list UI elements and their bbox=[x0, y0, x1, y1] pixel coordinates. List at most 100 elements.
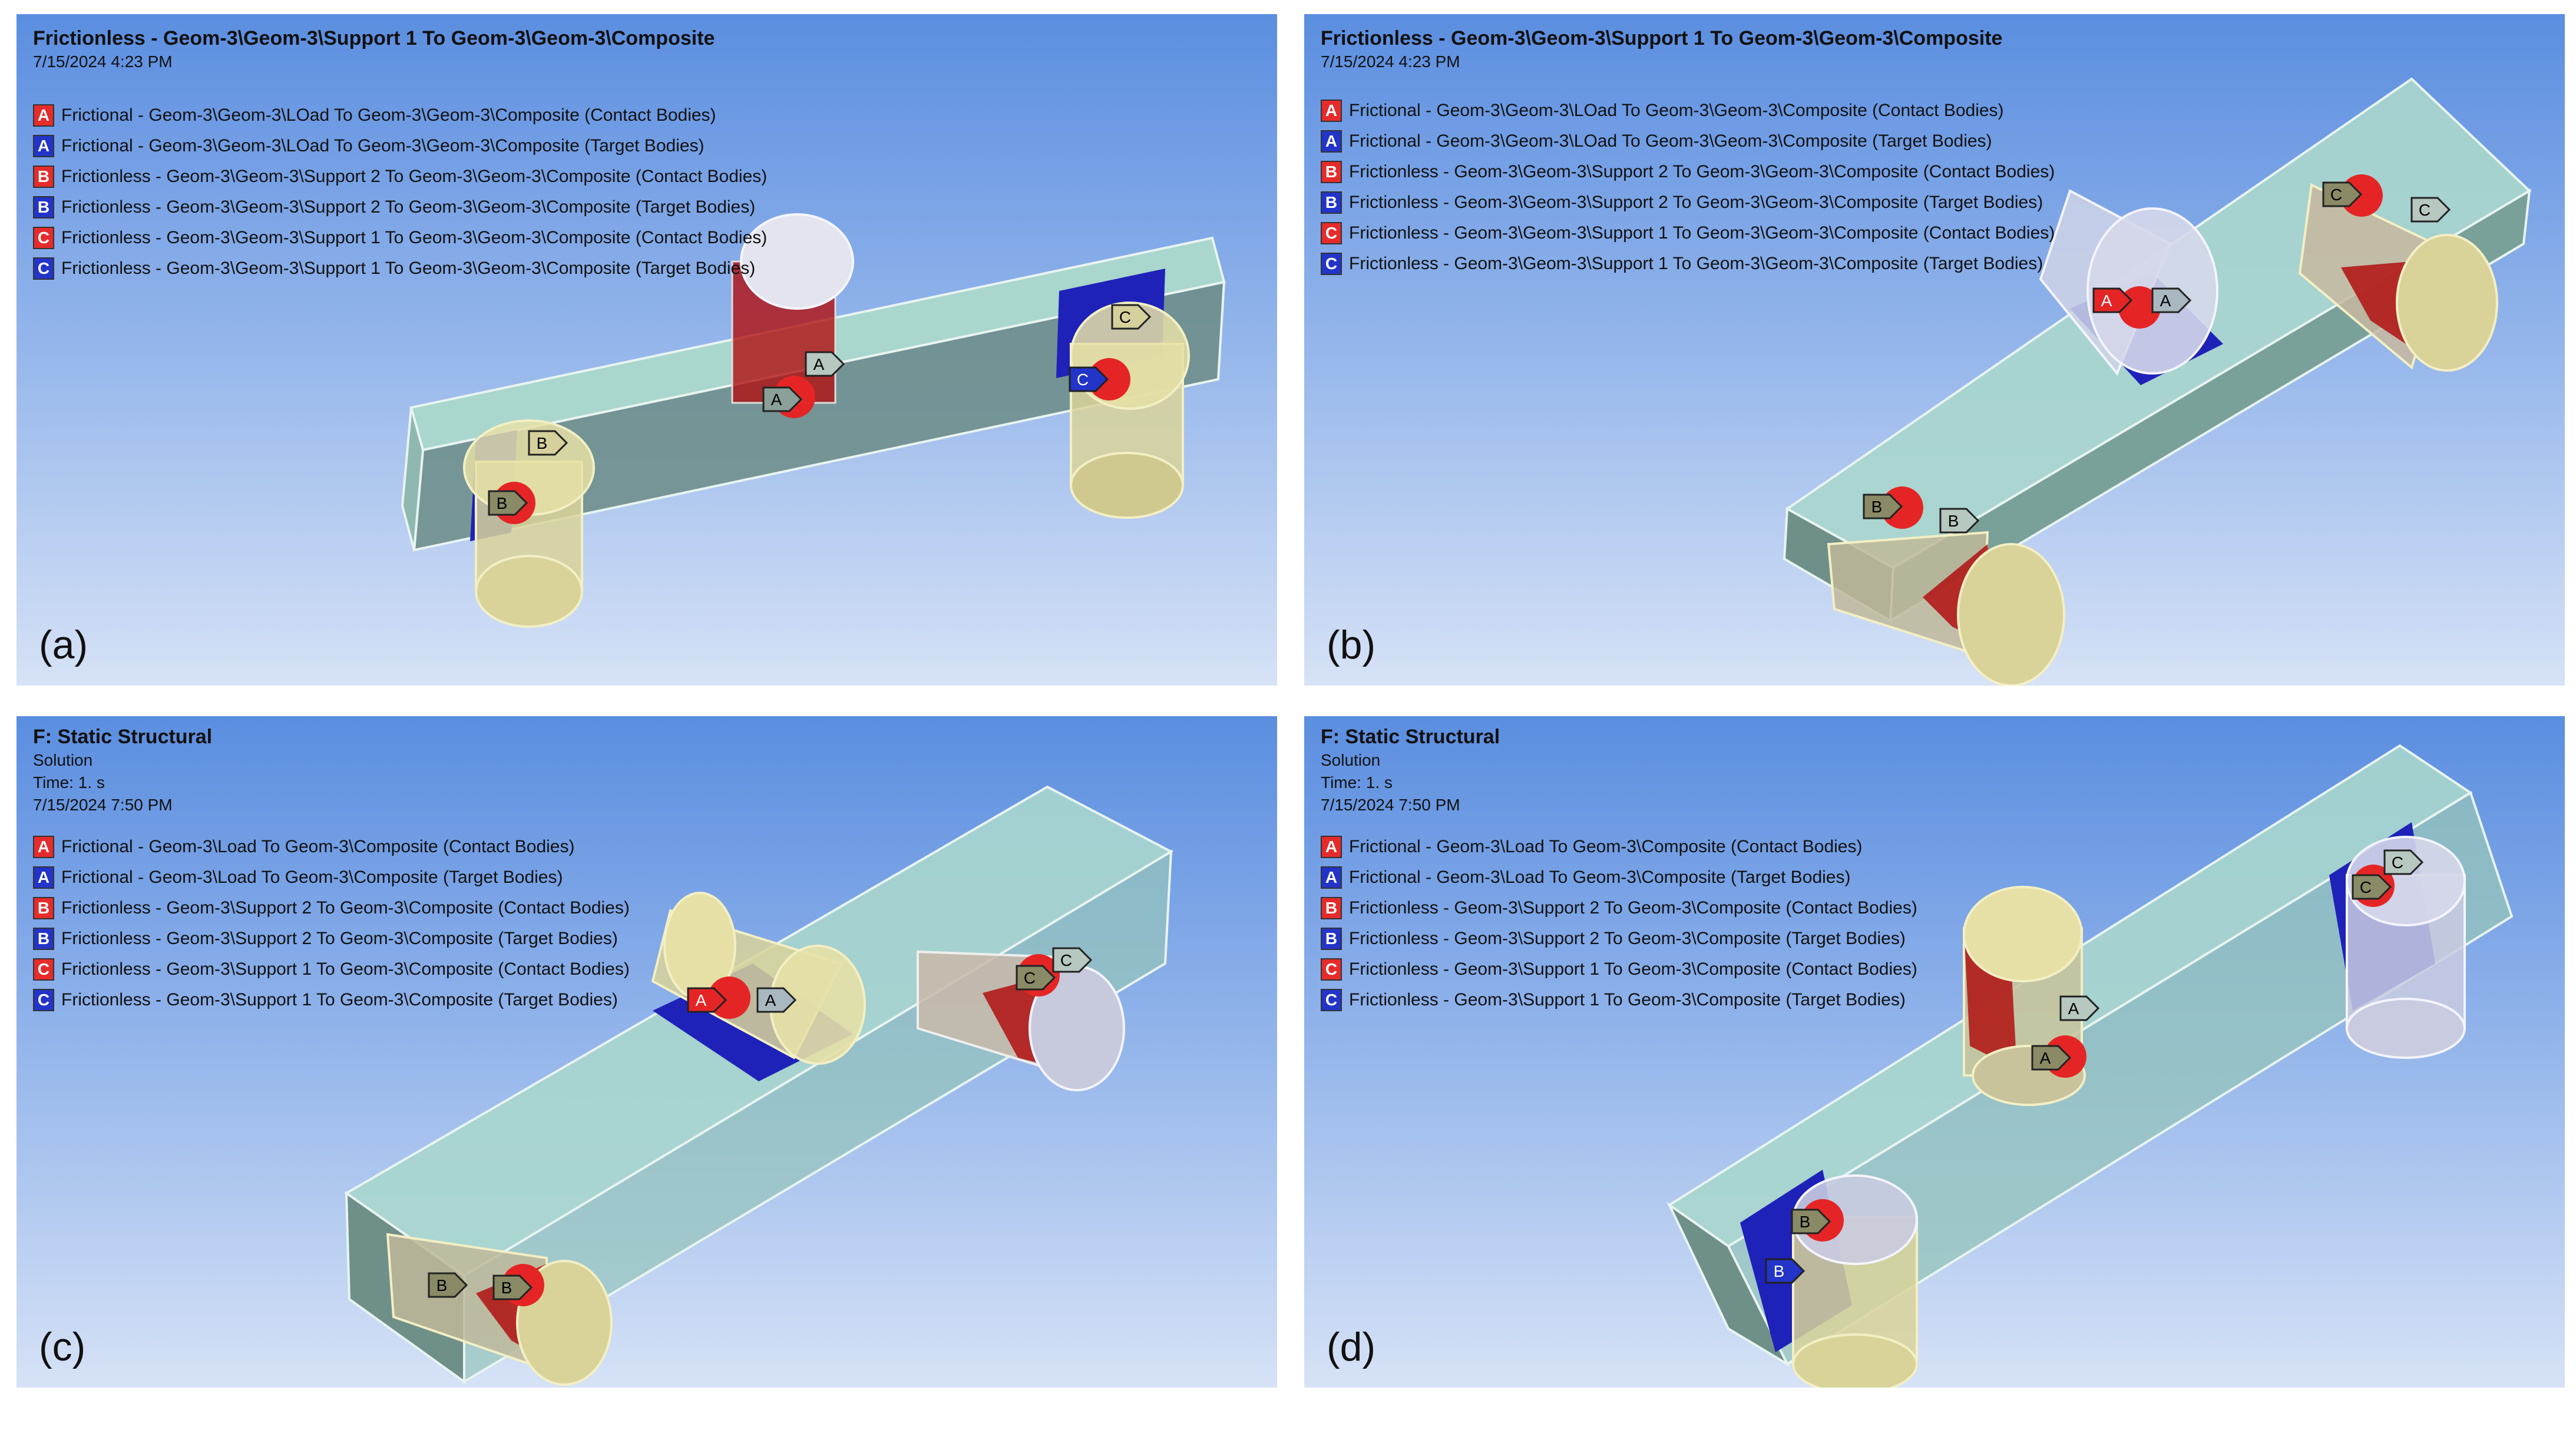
tag-b-1: B bbox=[428, 1272, 468, 1298]
svg-text:B: B bbox=[501, 1279, 512, 1297]
legend-swatch: C bbox=[33, 257, 54, 280]
result-timestamp: 7/15/2024 7:50 PM bbox=[1321, 796, 1460, 814]
svg-text:C: C bbox=[1024, 969, 1036, 987]
tag-b-1: B bbox=[1863, 494, 1903, 519]
scene-d: A A B B C C bbox=[1666, 744, 2514, 1388]
legend-swatch: B bbox=[33, 165, 54, 188]
panel-d: A A B B C C F: Static Structural Solutio… bbox=[1304, 716, 2565, 1388]
legend-row: B Frictionless - Geom-3\Geom-3\Support 2 … bbox=[1321, 187, 2055, 218]
svg-text:B: B bbox=[497, 494, 508, 512]
legend-row: C Frictionless - Geom-3\Support 1 To Geom… bbox=[33, 985, 630, 1015]
legend-swatch: C bbox=[33, 227, 54, 249]
legend-text: Frictionless - Geom-3\Geom-3\Support 2 T… bbox=[61, 197, 756, 217]
svg-text:C: C bbox=[2360, 878, 2372, 896]
legend-swatch: C bbox=[33, 958, 54, 981]
svg-text:B: B bbox=[537, 434, 548, 452]
scene-a: A A B B C C bbox=[401, 213, 1226, 628]
legend-row: C Frictionless - Geom-3\Geom-3\Support 1 … bbox=[1321, 218, 2055, 249]
panel-label: (d) bbox=[1327, 1325, 1376, 1369]
legend-text: Frictionless - Geom-3\Geom-3\Support 2 T… bbox=[1349, 193, 2043, 212]
tag-a-2: A bbox=[756, 987, 797, 1013]
result-time: Time: 1. s bbox=[33, 773, 105, 792]
legend-swatch: B bbox=[33, 897, 54, 919]
legend-text: Frictional - Geom-3\Load To Geom-3\Compo… bbox=[61, 868, 563, 887]
svg-text:B: B bbox=[1800, 1213, 1811, 1231]
legend-swatch: C bbox=[1321, 989, 1342, 1011]
legend-row: A Frictional - Geom-3\Geom-3\LOad To Geom… bbox=[33, 100, 767, 131]
result-type: Solution bbox=[33, 751, 93, 769]
legend-text: Frictional - Geom-3\Geom-3\LOad To Geom-… bbox=[1349, 131, 1992, 151]
legend-text: Frictional - Geom-3\Geom-3\LOad To Geom-… bbox=[61, 136, 705, 155]
result-title: Frictionless - Geom-3\Geom-3\Support 1 T… bbox=[33, 27, 715, 49]
legend-text: Frictionless - Geom-3\Support 2 To Geom-… bbox=[1349, 929, 1906, 948]
legend-text: Frictional - Geom-3\Geom-3\LOad To Geom-… bbox=[61, 105, 716, 125]
legend-swatch: C bbox=[1321, 253, 1342, 275]
beam-end bbox=[401, 407, 425, 551]
legend-row: B Frictionless - Geom-3\Support 2 To Geom… bbox=[33, 893, 630, 923]
tag-c-1: C bbox=[1111, 304, 1152, 330]
panel-b: A A B B C C Frictionless - Geom-3\Geom-3… bbox=[1304, 14, 2565, 686]
panel-label: (a) bbox=[39, 623, 88, 667]
tag-c-1: C bbox=[1016, 965, 1056, 991]
svg-text:B: B bbox=[1871, 498, 1883, 516]
svg-text:A: A bbox=[771, 390, 782, 409]
svg-text:C: C bbox=[2330, 186, 2342, 204]
legend-swatch: B bbox=[33, 196, 54, 219]
legend-text: Frictionless - Geom-3\Geom-3\Support 2 T… bbox=[1349, 162, 2055, 181]
legend-row: C Frictionless - Geom-3\Support 1 To Geom… bbox=[33, 954, 630, 985]
legend-swatch: A bbox=[33, 104, 54, 127]
tag-a-1: A bbox=[2059, 995, 2100, 1021]
legend-swatch: C bbox=[33, 989, 54, 1011]
legend-c: A Frictional - Geom-3\Load To Geom-3\Comp… bbox=[33, 832, 630, 1015]
legend-swatch: B bbox=[1321, 191, 1342, 214]
svg-text:B: B bbox=[1948, 512, 1959, 530]
tag-a-1: A bbox=[805, 351, 845, 377]
scene-c: A A B B C C bbox=[344, 785, 1174, 1386]
tag-a-1: A bbox=[687, 987, 728, 1013]
legend-text: Frictional - Geom-3\Load To Geom-3\Compo… bbox=[61, 837, 575, 856]
legend-swatch: C bbox=[1321, 222, 1342, 244]
contact-ball-c bbox=[1088, 358, 1130, 400]
svg-text:A: A bbox=[2101, 292, 2112, 310]
svg-text:C: C bbox=[2419, 201, 2430, 219]
result-title: F: Static Structural bbox=[1321, 726, 1500, 748]
svg-text:A: A bbox=[2068, 999, 2079, 1018]
cylinder-b-bottom bbox=[1792, 1333, 1918, 1388]
info-block-b: Frictionless - Geom-3\Geom-3\Support 1 T… bbox=[1321, 26, 2002, 73]
legend-text: Frictionless - Geom-3\Support 1 To Geom-… bbox=[61, 959, 630, 979]
legend-a: A Frictional - Geom-3\Geom-3\LOad To Geom… bbox=[33, 100, 767, 284]
panel-a: A A B B C C Frictionless - Geom-3\Geom-3… bbox=[16, 14, 1277, 686]
svg-text:B: B bbox=[1774, 1262, 1785, 1280]
tag-b-1: B bbox=[528, 430, 568, 456]
svg-text:A: A bbox=[2160, 292, 2171, 310]
result-timestamp: 7/15/2024 7:50 PM bbox=[33, 796, 173, 814]
legend-text: Frictionless - Geom-3\Geom-3\Support 1 T… bbox=[61, 228, 768, 247]
legend-text: Frictionless - Geom-3\Geom-3\Support 1 T… bbox=[1349, 223, 2055, 243]
beam-end bbox=[1666, 1201, 1790, 1368]
legend-text: Frictionless - Geom-3\Support 1 To Geom-… bbox=[61, 990, 618, 1009]
svg-text:C: C bbox=[1060, 951, 1072, 969]
tag-c-2: C bbox=[1052, 947, 1093, 973]
cylinder-a-top bbox=[740, 213, 854, 310]
tag-c-2: C bbox=[2383, 849, 2424, 875]
legend-text: Frictionless - Geom-3\Support 2 To Geom-… bbox=[61, 898, 630, 918]
legend-swatch: A bbox=[33, 836, 54, 858]
cylinder-b-end bbox=[1957, 543, 2065, 686]
tag-b-2: B bbox=[492, 1274, 533, 1300]
tag-c-2: C bbox=[2410, 197, 2451, 223]
result-timestamp: 7/15/2024 4:23 PM bbox=[1321, 52, 1460, 71]
tag-a-2: A bbox=[2151, 287, 2192, 313]
tag-a-2: A bbox=[2031, 1045, 2072, 1071]
svg-text:A: A bbox=[2040, 1049, 2051, 1067]
result-title: F: Static Structural bbox=[33, 726, 213, 748]
svg-text:C: C bbox=[1077, 370, 1089, 389]
cylinder-a-top bbox=[1963, 886, 2083, 982]
